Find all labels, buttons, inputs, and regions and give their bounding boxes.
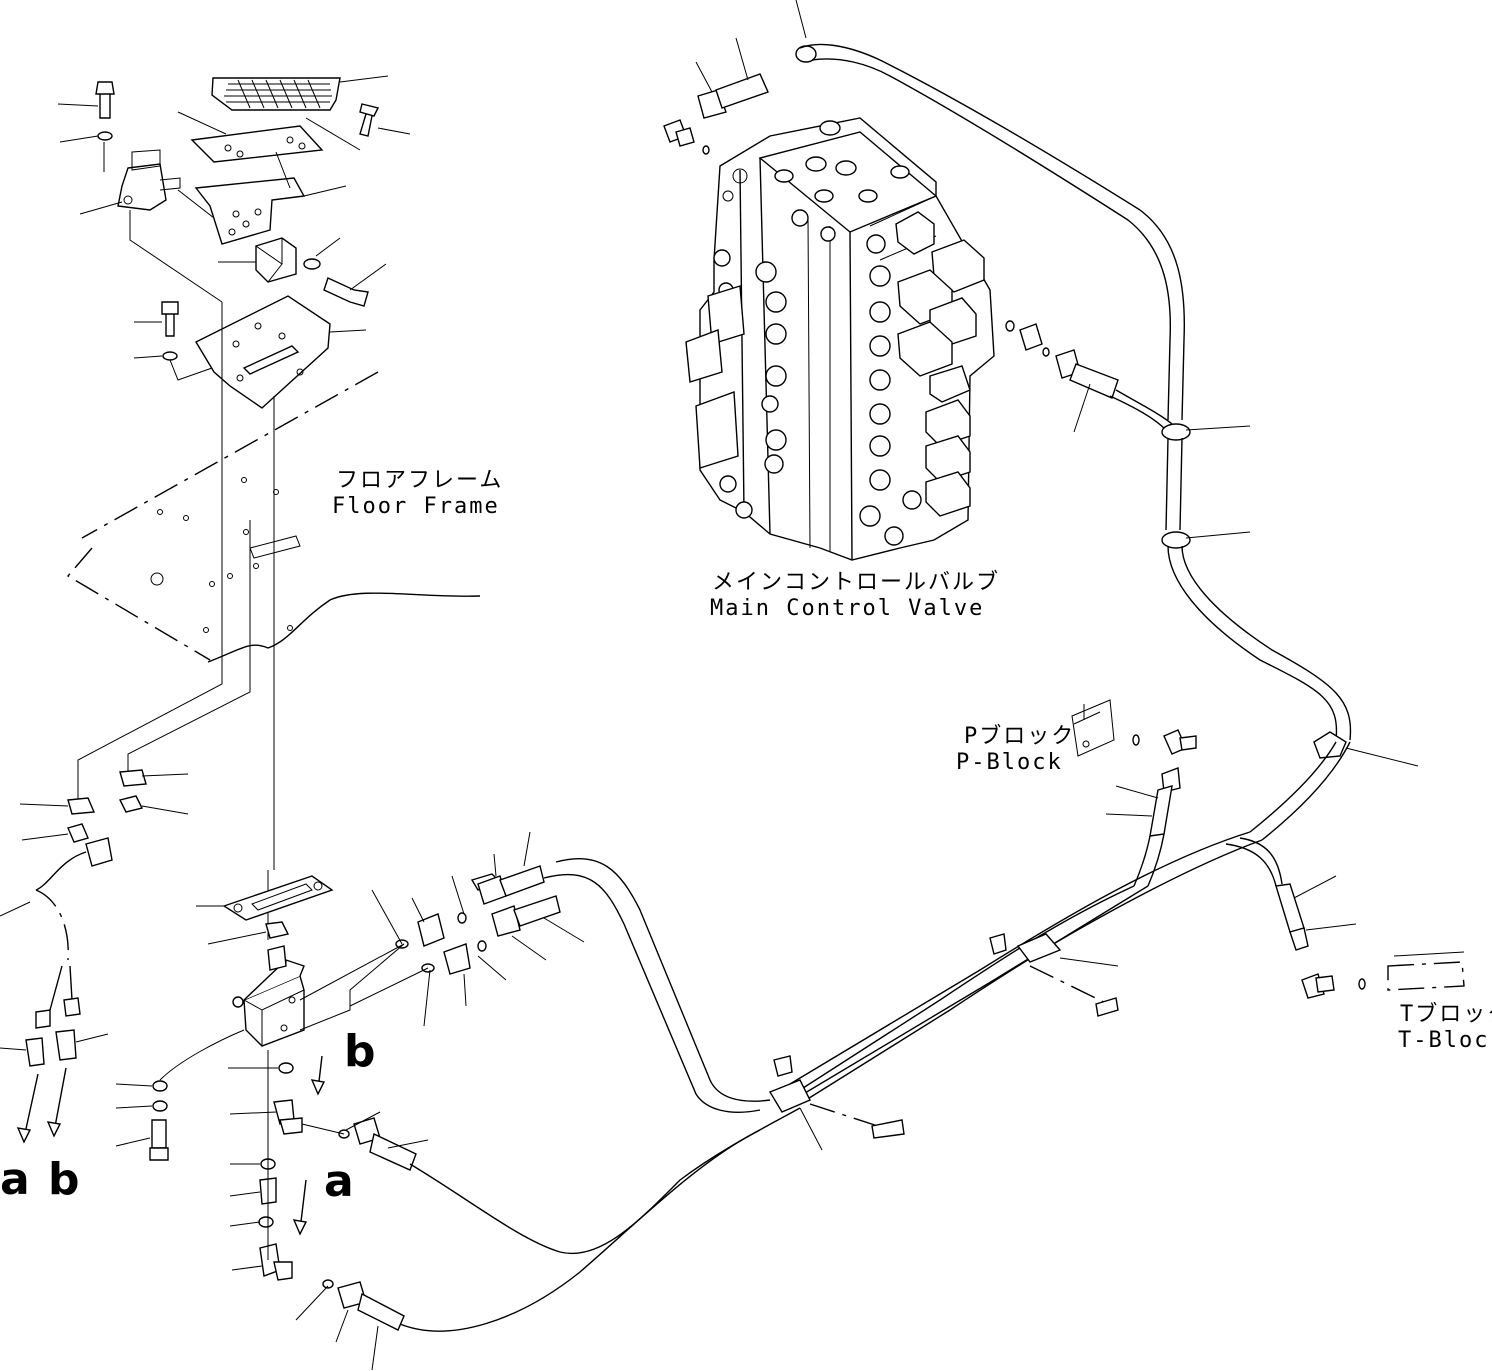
gasket-plate <box>196 875 334 921</box>
bolt-long <box>323 277 369 307</box>
mcv-top-fittings <box>663 0 807 155</box>
p-block-label-jp: Pブロック <box>964 724 1076 749</box>
hose-from-p-block <box>1105 767 1181 887</box>
hose-bundle <box>543 741 1351 1113</box>
floor-frame <box>66 371 481 663</box>
hose-from-t-block <box>1275 875 1357 951</box>
floor-frame-label-en: Floor Frame <box>332 494 500 519</box>
t-block-label-en: T-Block <box>1398 1028 1492 1053</box>
stopper-block <box>255 237 321 283</box>
arrows-ab <box>16 1067 67 1144</box>
bundle-clamps <box>768 933 1119 1151</box>
screw-right <box>359 103 380 137</box>
t-block <box>1301 951 1465 999</box>
marker-a-bottom: a <box>0 1154 30 1205</box>
connector-harness <box>0 837 113 1067</box>
pedal-plate <box>190 125 324 163</box>
mounting-plate <box>161 295 331 409</box>
hose-right-loop <box>795 43 1352 741</box>
fittings-below-block <box>228 1050 326 1281</box>
marker-a-mid: a <box>324 1156 354 1207</box>
leader-lines-pedal <box>57 75 411 381</box>
bolt-top-left <box>95 81 115 141</box>
clamp-right <box>1313 731 1419 767</box>
washers-and-bolt-bottom <box>115 1029 245 1161</box>
floor-frame-label-jp: フロアフレーム <box>336 468 504 493</box>
marker-b-bottom: b <box>48 1154 80 1205</box>
mcv-label-jp: メインコントロールバルブ <box>712 570 1001 595</box>
ppc-valve-block <box>232 945 305 1047</box>
p-block-label-en: P-Block <box>956 750 1063 775</box>
mcv-label-en: Main Control Valve <box>710 596 985 621</box>
pedal-pad <box>211 77 341 111</box>
hinge-bracket <box>117 149 181 211</box>
hex-nut-small <box>207 921 290 945</box>
hose-b-lower <box>295 1129 761 1371</box>
p-block <box>1071 699 1197 757</box>
marker-b-top: b <box>344 1026 376 1077</box>
t-block-label-jp: Tブロック <box>1400 1002 1492 1027</box>
mcv-right-fittings <box>1005 320 1119 433</box>
main-control-valve <box>685 117 995 561</box>
connection-lines-left <box>77 302 275 940</box>
fittings-to-block <box>299 831 585 1031</box>
pedal-bracket <box>194 177 306 245</box>
hose-a-lower <box>301 1107 801 1255</box>
clip-and-nut <box>0 769 189 917</box>
